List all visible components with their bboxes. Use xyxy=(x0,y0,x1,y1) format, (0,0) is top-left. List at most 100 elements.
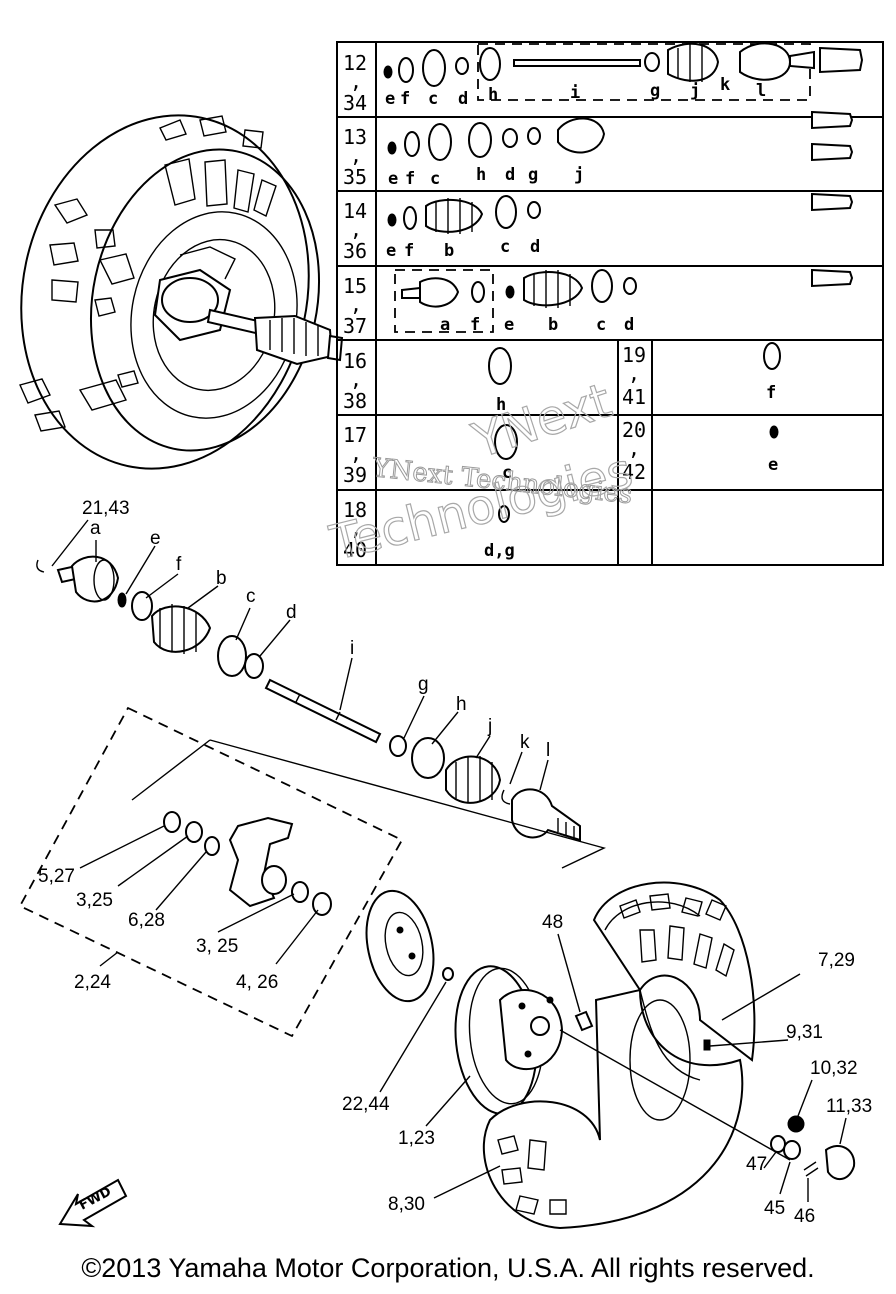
svg-text:3, 25: 3, 25 xyxy=(196,936,238,957)
wheel-assembly xyxy=(365,881,856,1230)
svg-text:d: d xyxy=(505,165,515,185)
row-17-part xyxy=(494,424,518,460)
svg-text:16: 16 xyxy=(343,349,367,373)
svg-text:d: d xyxy=(624,315,634,335)
svg-text:h: h xyxy=(476,165,486,185)
svg-text:c: c xyxy=(430,169,440,189)
svg-text:k: k xyxy=(720,75,730,95)
row-12-parts: e f c d h i g j k l xyxy=(383,42,864,109)
svg-text:40: 40 xyxy=(343,538,367,562)
leader-lines-knuckle xyxy=(79,825,319,965)
svg-text:34: 34 xyxy=(343,91,367,115)
svg-text:c: c xyxy=(596,315,606,335)
svg-text:d: d xyxy=(458,89,468,109)
callout-21-43: 21,43 xyxy=(82,498,130,519)
svg-text:k: k xyxy=(520,732,530,753)
svg-text:f: f xyxy=(176,554,182,575)
svg-text:15: 15 xyxy=(343,274,367,298)
svg-text:19: 19 xyxy=(622,343,646,367)
copyright-notice: ©2013 Yamaha Motor Corporation, U.S.A. A… xyxy=(81,1253,815,1283)
row-num: 12 xyxy=(343,51,367,75)
row-label-17: 17 , 39 xyxy=(343,423,367,487)
row-15-parts: a f e b c d xyxy=(394,268,854,335)
svg-text:e: e xyxy=(386,241,396,261)
leader-lines-middle xyxy=(51,519,549,791)
svg-text:e: e xyxy=(504,315,514,335)
svg-text:2,24: 2,24 xyxy=(74,972,111,993)
svg-text:,: , xyxy=(350,292,362,316)
svg-text:h: h xyxy=(456,694,467,715)
svg-text:f: f xyxy=(405,169,415,189)
row-18-part xyxy=(498,505,510,523)
svg-text:b: b xyxy=(216,568,227,589)
svg-text:d: d xyxy=(286,602,297,623)
svg-text:5,27: 5,27 xyxy=(38,866,75,887)
svg-text:d,g: d,g xyxy=(484,541,515,561)
svg-text:a: a xyxy=(90,518,101,539)
svg-text:,: , xyxy=(350,69,362,93)
row-label-18: 18 , 40 xyxy=(343,498,367,562)
svg-text:d: d xyxy=(530,237,540,257)
svg-text:e: e xyxy=(385,89,395,109)
leader-lines-wheel xyxy=(379,933,847,1202)
top-tire-illustration xyxy=(19,114,344,470)
svg-text:l: l xyxy=(546,740,550,761)
svg-text:42: 42 xyxy=(622,460,646,484)
svg-text:e: e xyxy=(150,528,161,549)
svg-text:j: j xyxy=(574,165,584,185)
svg-text:48: 48 xyxy=(542,912,563,933)
row-label-15: 15 , 37 xyxy=(343,274,367,338)
svg-text:h: h xyxy=(488,85,498,105)
svg-text:39: 39 xyxy=(343,463,367,487)
svg-text:c: c xyxy=(246,586,256,607)
svg-text:,: , xyxy=(350,217,362,241)
svg-text:e: e xyxy=(768,455,778,475)
svg-text:47: 47 xyxy=(746,1154,767,1175)
svg-text:4, 26: 4, 26 xyxy=(236,972,278,993)
row-label-13: 13 , 35 xyxy=(343,125,367,189)
svg-text:g: g xyxy=(650,81,660,101)
svg-text:22,44: 22,44 xyxy=(342,1094,390,1115)
row-13-parts: e f c h d g j xyxy=(387,110,854,189)
svg-text:45: 45 xyxy=(764,1198,785,1219)
row-label-19: 19 , 41 xyxy=(622,343,646,409)
svg-text:38: 38 xyxy=(343,389,367,413)
svg-text:f: f xyxy=(400,89,410,109)
drive-shaft-exploded xyxy=(36,555,581,842)
row-14-parts: e f b c d xyxy=(386,192,854,261)
svg-text:c: c xyxy=(502,463,512,483)
svg-text:,: , xyxy=(350,516,362,540)
row-label-16: 16 , 38 xyxy=(343,349,367,413)
svg-text:g: g xyxy=(418,674,429,695)
svg-text:17: 17 xyxy=(343,423,367,447)
svg-text:37: 37 xyxy=(343,314,367,338)
svg-text:35: 35 xyxy=(343,165,367,189)
svg-text:i: i xyxy=(350,638,354,659)
svg-text:c: c xyxy=(500,237,510,257)
svg-text:j: j xyxy=(690,81,700,101)
svg-text:,: , xyxy=(350,143,362,167)
fwd-direction-arrow: FWD xyxy=(58,1178,128,1228)
svg-text:8,30: 8,30 xyxy=(388,1194,425,1215)
svg-text:,: , xyxy=(350,441,362,465)
row-label-14: 14 , 36 xyxy=(343,199,367,263)
svg-text:9,31: 9,31 xyxy=(786,1022,823,1043)
row-16-part xyxy=(488,347,512,385)
svg-text:j: j xyxy=(487,716,492,737)
svg-text:l: l xyxy=(756,81,766,101)
svg-text:46: 46 xyxy=(794,1206,815,1227)
svg-text:f: f xyxy=(766,383,776,403)
svg-text:c: c xyxy=(428,89,438,109)
row-19-part xyxy=(763,342,781,370)
svg-text:18: 18 xyxy=(343,498,367,522)
svg-text:f: f xyxy=(404,241,414,261)
svg-text:e: e xyxy=(388,169,398,189)
svg-text:1,23: 1,23 xyxy=(398,1128,435,1149)
svg-text:h: h xyxy=(496,395,506,415)
svg-text:14: 14 xyxy=(343,199,367,223)
svg-text:6,28: 6,28 xyxy=(128,910,165,931)
row-label-12: 12 , 34 xyxy=(343,51,367,115)
svg-text:13: 13 xyxy=(343,125,367,149)
svg-text:7,29: 7,29 xyxy=(818,950,855,971)
